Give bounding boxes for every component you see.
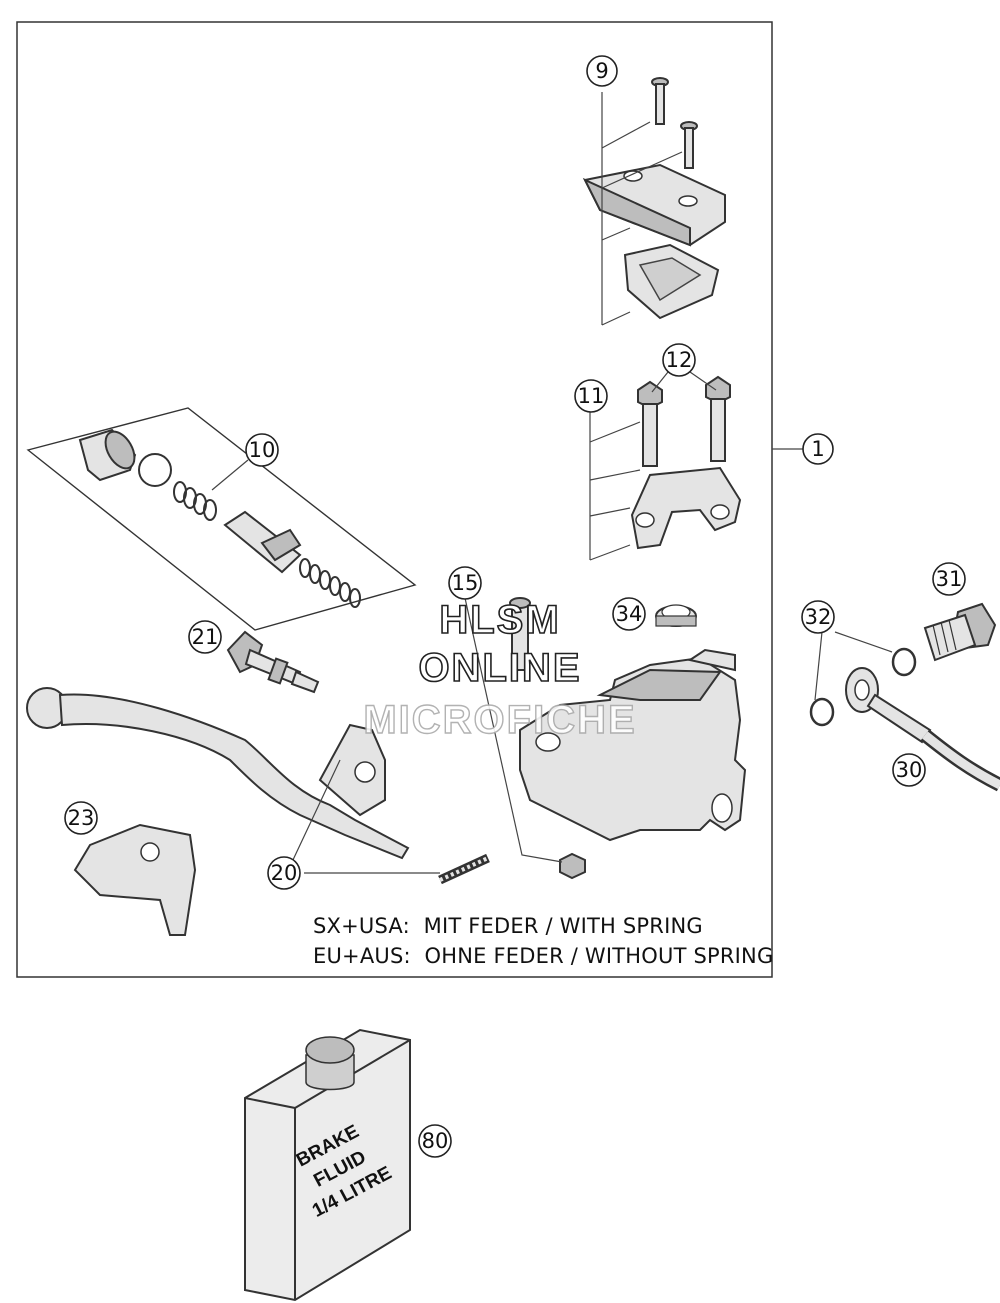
callout-12: 12 xyxy=(662,343,696,377)
reservoir-cover xyxy=(582,163,726,247)
callout-31: 31 xyxy=(932,562,966,596)
callout-15: 15 xyxy=(448,566,482,600)
callout-1-label: 1 xyxy=(811,437,824,461)
callout-15-label: 15 xyxy=(452,571,479,595)
callout-80: 80 xyxy=(418,1124,452,1158)
callout-30: 30 xyxy=(892,753,926,787)
callout-32-label: 32 xyxy=(805,605,832,629)
diaphragm xyxy=(623,243,720,320)
brake-fluid-bottle: BRAKE FLUID 1/4 LITRE xyxy=(244,1028,411,1302)
callout-30-label: 30 xyxy=(896,758,923,782)
copper-washers xyxy=(809,647,917,727)
callout-34: 34 xyxy=(612,597,646,631)
callout-34-label: 34 xyxy=(616,602,643,626)
callout-10: 10 xyxy=(245,433,279,467)
banjo-bolt xyxy=(923,602,997,662)
callout-20: 20 xyxy=(267,856,301,890)
callout-23-label: 23 xyxy=(68,806,95,830)
clamp-screws xyxy=(637,375,731,467)
callout-32: 32 xyxy=(801,600,835,634)
lever-cover xyxy=(73,823,197,936)
callout-11: 11 xyxy=(574,379,608,413)
callout-21-label: 21 xyxy=(192,625,219,649)
callout-80-label: 80 xyxy=(422,1129,449,1153)
callout-23: 23 xyxy=(64,801,98,835)
note-without-spring: EU+AUS: OHNE FEDER / WITHOUT SPRING xyxy=(313,944,774,968)
note-with-spring: SX+USA: MIT FEDER / WITH SPRING xyxy=(313,914,703,938)
master-cylinder xyxy=(519,648,747,842)
pivot-bolt xyxy=(509,597,586,880)
callout-21: 21 xyxy=(188,620,222,654)
callout-9-label: 9 xyxy=(595,59,608,83)
callout-11-label: 11 xyxy=(578,384,605,408)
callout-31-label: 31 xyxy=(936,567,963,591)
callout-9: 9 xyxy=(586,55,618,87)
callout-10-label: 10 xyxy=(249,438,276,462)
piston-kit xyxy=(26,407,417,631)
handlebar-clamp xyxy=(630,466,742,550)
sight-glass xyxy=(655,604,697,627)
lever-spring xyxy=(438,853,490,885)
callout-12-label: 12 xyxy=(666,348,693,372)
brake-lever xyxy=(26,687,410,860)
cover-screws xyxy=(651,77,698,169)
diagram-frame xyxy=(16,21,773,978)
adjuster-screw xyxy=(226,630,320,694)
callout-1: 1 xyxy=(802,433,834,465)
callout-20-label: 20 xyxy=(271,861,298,885)
brake-hose xyxy=(845,667,1000,792)
